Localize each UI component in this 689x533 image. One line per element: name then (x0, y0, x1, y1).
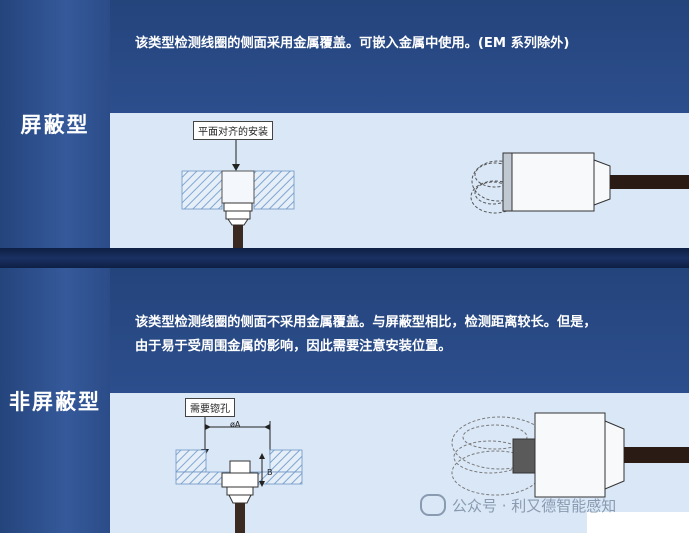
metal-block-left (181, 170, 223, 210)
unshielded-description-line-2: 由于易于受周围金属的影响，因此需要注意安装位置。 (135, 339, 452, 354)
shielded-sensor-face (502, 152, 513, 212)
unshielded-diagram (175, 412, 689, 533)
flush-sensor-nut (223, 202, 253, 212)
unshielded-sensor-body (534, 412, 606, 498)
shielded-label-column: 屏蔽型 (0, 0, 110, 248)
dim-a-label: øA (230, 420, 241, 429)
unshielded-drawing-area: 需要锪孔 øA B (110, 393, 689, 533)
panel-separator (0, 248, 689, 268)
callout-arrow-head (232, 164, 240, 171)
dim-b-label: B (267, 468, 273, 477)
watermark: 公众号 · 利又德智能感知 (420, 494, 616, 516)
watermark-text: 公众号 · 利又德智能感知 (452, 496, 617, 515)
shielded-panel: 屏蔽型 该类型检测线圈的侧面采用金属覆盖。可嵌入金属中使用。(EM 系列除外) (0, 0, 689, 248)
flush-sensor-body (221, 170, 255, 204)
corner-patch (587, 512, 689, 533)
metal-block-right (253, 170, 295, 210)
metal-block-right (269, 449, 303, 473)
unshielded-mount-sensor-nut (221, 472, 259, 488)
shielded-sensor-body (511, 152, 595, 212)
metal-block-left (175, 449, 207, 473)
unshielded-mount-sensor-cable (235, 503, 245, 533)
flush-sensor-thread (225, 210, 251, 220)
wechat-icon (420, 494, 446, 516)
shielded-sensor-cable (610, 175, 689, 189)
unshielded-mount-sensor-head (229, 460, 251, 474)
unshielded-callout: 需要锪孔 (185, 398, 235, 417)
unshielded-sensor-cable (624, 447, 689, 463)
unshielded-panel: 非屏蔽型 该类型检测线圈的侧面不采用金属覆盖。与屏蔽型相比，检测距离较长。但是，… (0, 268, 689, 533)
unshielded-label-column: 非屏蔽型 (0, 268, 110, 533)
unshielded-description-line-1: 该类型检测线圈的侧面不采用金属覆盖。与屏蔽型相比，检测距离较长。但是， (135, 315, 597, 330)
unshielded-sensor-tail (604, 420, 625, 490)
flush-sensor-taper (227, 218, 249, 226)
unshielded-title: 非屏蔽型 (9, 389, 101, 414)
shielded-callout: 平面对齐的安装 (193, 121, 273, 140)
shielded-title: 屏蔽型 (20, 113, 90, 137)
shielded-description: 该类型检测线圈的侧面采用金属覆盖。可嵌入金属中使用。(EM 系列除外) (135, 36, 570, 51)
shielded-drawing-area: 平面对齐的安装 (110, 113, 689, 248)
shielded-sensor-tail (593, 159, 611, 206)
unshielded-description-area: 该类型检测线圈的侧面不采用金属覆盖。与屏蔽型相比，检测距离较长。但是， 由于易于… (110, 268, 689, 393)
unshielded-sensor-face (512, 438, 536, 474)
shielded-description-area: 该类型检测线圈的侧面采用金属覆盖。可嵌入金属中使用。(EM 系列除外) (110, 0, 689, 113)
flush-sensor-cable (233, 225, 243, 248)
unshielded-mount-sensor-thread (226, 486, 254, 496)
shielded-diagram (181, 136, 689, 248)
unshielded-mount-sensor-taper (228, 494, 252, 504)
